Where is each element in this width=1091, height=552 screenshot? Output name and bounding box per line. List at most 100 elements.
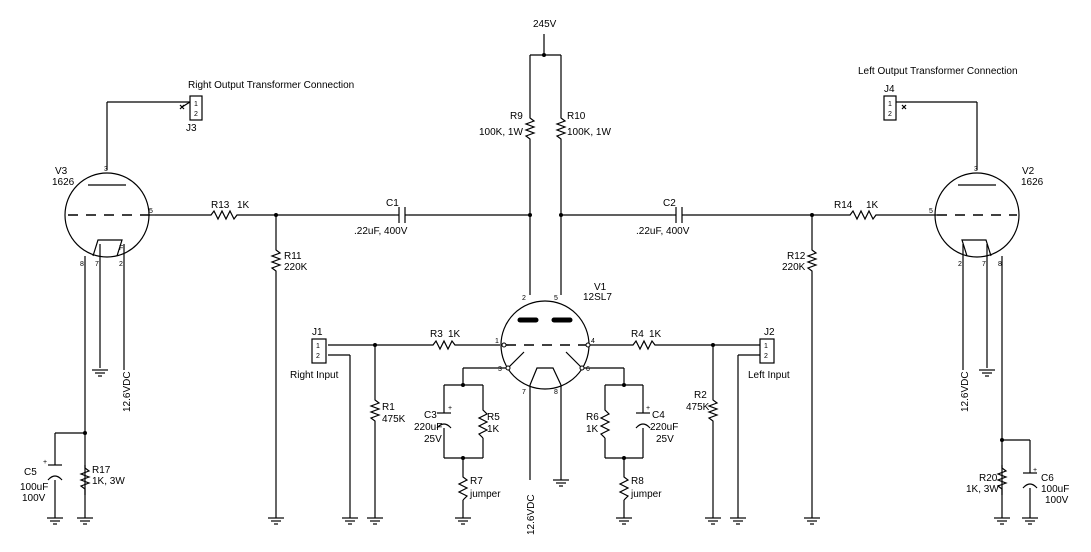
v2-tube-symbol [933,172,1020,258]
ground-symbol [804,517,820,525]
c6-polarity: + [1033,467,1037,474]
c4-value1: 220uF [650,422,678,433]
r4-value: 1K [649,329,662,340]
c5-value2: 100V [22,493,46,504]
r12-symbol [806,245,818,275]
r20-symbol [996,465,1008,495]
supply-voltage-label: 245V [533,19,557,30]
c6-value1: 100uF [1041,484,1069,495]
capacitors [47,207,1038,489]
v1-ref: V1 [594,282,607,293]
j1-connector-symbol [311,338,327,364]
ground-symbol [994,517,1010,525]
r14-symbol [840,209,890,221]
v3-pin2: 2 [119,261,123,268]
c3-polarity: + [448,405,452,412]
v3-pinF: F [119,245,123,252]
r11-value: 220K [284,262,308,273]
v1-pin8: 8 [554,389,558,396]
c2-ref: C2 [663,198,676,209]
j2-pin2-label: 2 [764,353,768,360]
v2-pin5: 5 [929,208,933,215]
c1-ref: C1 [386,198,399,209]
v1-pin3: 3 [498,366,502,373]
r9-symbol [524,112,536,144]
ground-symbol [616,517,632,525]
v1-tube-symbol [500,300,591,390]
v1-pin2: 2 [522,295,526,302]
v1-pin4: 4 [591,338,595,345]
c6-ref: C6 [1041,473,1054,484]
r5-value: 1K [487,424,500,435]
r5-symbol [477,405,489,439]
r1-symbol [369,395,381,425]
r17-ref: R17 [92,465,111,476]
ground-symbols [47,369,1038,525]
j2-pin1-label: 1 [764,343,768,350]
c1-symbol [395,207,409,223]
r10-symbol [555,112,567,144]
r2-value: 475K [686,402,710,413]
ground-symbol [455,517,471,525]
r20-value: 1K, 3W [966,484,999,495]
ground-symbol [1022,517,1038,525]
c4-symbol [635,412,651,429]
ground-symbol [367,517,383,525]
v2-pin3: 3 [974,166,978,173]
c5-ref: C5 [24,467,37,478]
v2-pin7: 7 [982,261,986,268]
v2-type: 1626 [1021,177,1044,188]
v3-pin8: 8 [80,261,84,268]
v2-pin8: 8 [998,261,1002,268]
c6-symbol [1022,472,1038,489]
ground-symbol [730,517,746,525]
c1-value: .22uF, 400V [354,226,408,237]
v1-heater-label: 12.6VDC [526,494,537,535]
ground-symbol [342,517,358,525]
j1-label: J1 [312,327,323,338]
j2-connector-symbol [759,338,775,364]
ground-symbol [268,517,284,525]
r9-value: 100K, 1W [479,127,523,138]
c5-polarity: + [43,459,47,466]
r7-value: jumper [469,489,501,500]
r11-symbol [270,245,282,275]
right-transformer-label: Right Output Transformer Connection [188,80,354,91]
j4-pin2-label: 2 [888,111,892,118]
r12-ref: R12 [787,251,806,262]
c6-value2: 100V [1045,495,1069,506]
ground-symbol [77,517,93,525]
r8-ref: R8 [631,476,644,487]
c2-symbol [672,207,686,223]
r1-value: 475K [382,414,406,425]
ground-symbol [553,479,569,487]
r13-value: 1K [237,200,250,211]
c2-value: .22uF, 400V [636,226,690,237]
v1-pin5: 5 [554,295,558,302]
ground-symbol [92,369,108,377]
r12-value: 220K [782,262,806,273]
r3-ref: R3 [430,329,443,340]
v1-pin1: 1 [495,338,499,345]
r1-ref: R1 [382,402,395,413]
v3-heater-label: 12.6VDC [122,371,133,412]
c3-ref: C3 [424,410,437,421]
r5-ref: R5 [487,412,500,423]
r13-ref: R13 [211,200,230,211]
r17-symbol [79,465,91,495]
c3-value2: 25V [424,434,442,445]
r6-symbol [599,405,611,439]
r8-symbol [618,473,630,501]
resistors [79,112,1008,501]
ground-symbol [47,517,63,525]
c5-value1: 100uF [20,482,48,493]
r10-value: 100K, 1W [567,127,611,138]
labels: 245V Right Output Transformer Connection… [20,19,1069,535]
r4-symbol [630,339,658,351]
v3-pin7: 7 [95,261,99,268]
c4-polarity: + [646,405,650,412]
left-input-label: Left Input [748,370,790,381]
v3-ref: V3 [55,166,68,177]
v1-pin6: 6 [586,366,590,373]
j4-pin1-label: 1 [888,101,892,108]
